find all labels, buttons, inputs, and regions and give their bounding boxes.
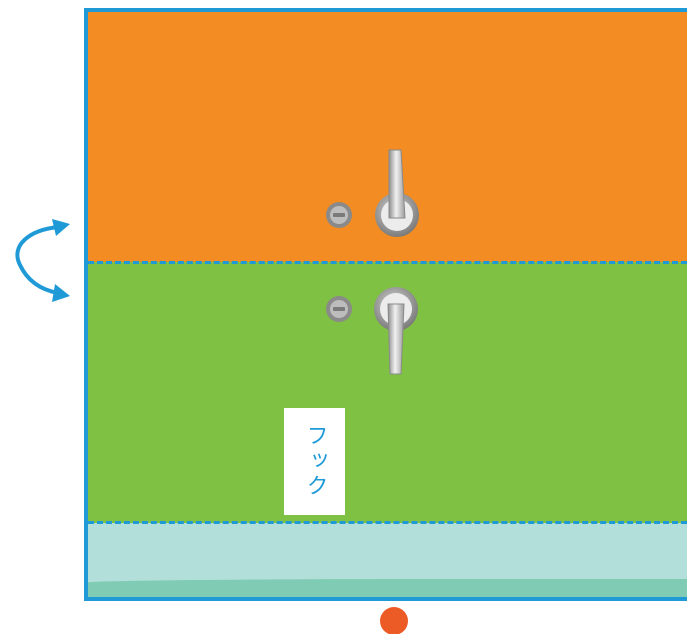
bottom-panel-edge xyxy=(88,579,687,597)
dot-marker-icon xyxy=(380,607,408,634)
hook-label: フック xyxy=(302,424,328,499)
fold-arrow-icon xyxy=(15,219,70,302)
fold-line-upper xyxy=(88,261,687,264)
screw-icon xyxy=(326,202,352,228)
hook-label-box: フック xyxy=(284,408,345,515)
lever-handle-icon xyxy=(374,287,418,375)
outline-frame xyxy=(84,8,687,601)
screw-icon xyxy=(326,296,352,322)
fold-line-lower xyxy=(88,521,687,524)
lever-handle-icon xyxy=(375,149,419,237)
